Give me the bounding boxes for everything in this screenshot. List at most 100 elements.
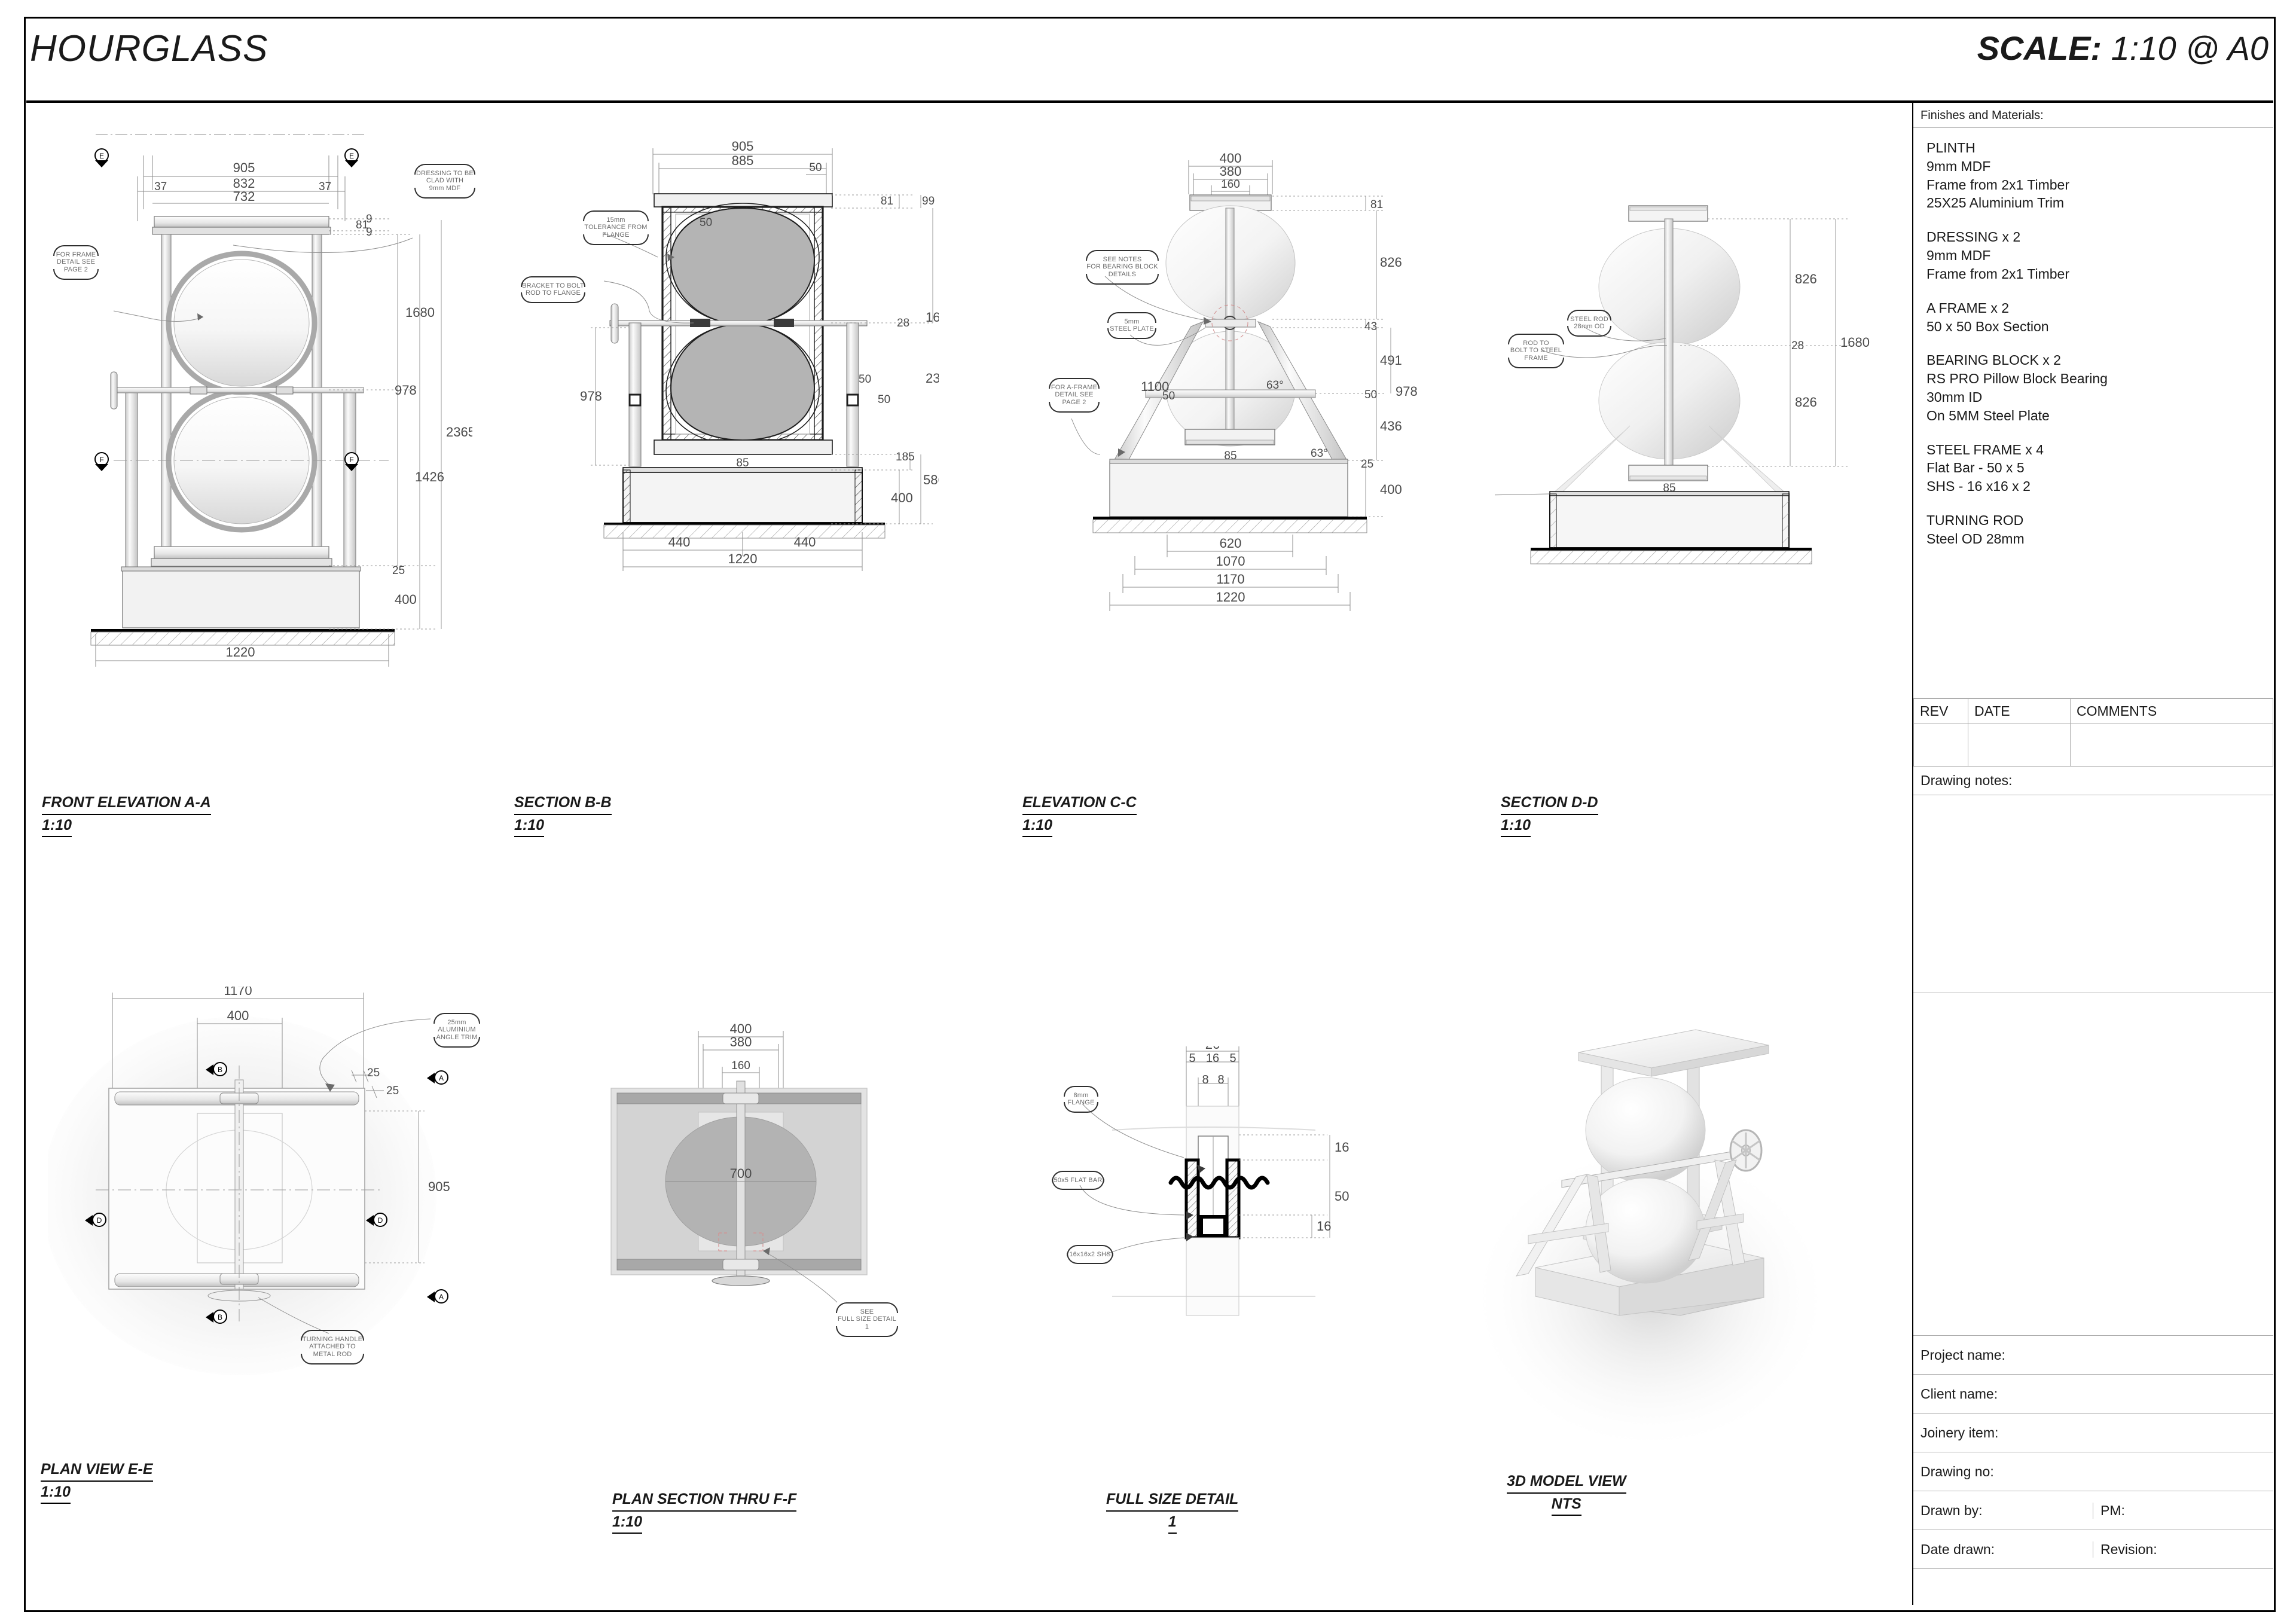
pm-label: PM:	[2100, 1502, 2125, 1518]
callout-flat-bar: 50x5 FLAT BAR	[1045, 1165, 1111, 1190]
view-title: SECTION D-D	[1501, 792, 1598, 815]
callout-text: FOR A-FRAME DETAIL SEE PAGE 2	[1045, 377, 1103, 413]
callout-text: BRACKET TO BOLT ROD TO FLANGE	[516, 276, 590, 304]
svg-text:1100: 1100	[1141, 379, 1169, 394]
comments-cell[interactable]	[2070, 723, 2273, 767]
drawing-no-row[interactable]: Drawing no:	[1913, 1452, 2273, 1491]
view-scale: NTS	[1551, 1494, 1581, 1516]
material-group: A FRAME x 2 50 x 50 Box Section	[1926, 299, 2265, 336]
view-title: PLAN VIEW E-E	[41, 1459, 153, 1482]
view-title: SECTION B-B	[514, 792, 612, 815]
svg-text:905: 905	[428, 1179, 450, 1194]
svg-text:832: 832	[233, 176, 255, 191]
svg-text:2365 O/A: 2365 O/A	[446, 425, 472, 439]
joinery-item-row[interactable]: Joinery item:	[1913, 1414, 2273, 1452]
callout-see-full-size-detail: SEE FULL SIZE DETAIL 1	[823, 1296, 911, 1337]
material-line: Frame from 2x1 Timber	[1926, 176, 2069, 193]
client-name-label: Client name:	[1921, 1385, 1998, 1402]
title-bar	[26, 19, 2273, 103]
svg-text:826: 826	[1795, 395, 1817, 410]
callout-dressing-clad: DRESSING TO BE CLAD WITH 9mm MDF	[408, 158, 482, 199]
callout-text: 8mm FLANGE	[1061, 1085, 1100, 1113]
date-drawn-label: Date drawn:	[1913, 1541, 2093, 1558]
material-line: 30mm ID	[1926, 389, 1983, 405]
svg-text:440: 440	[668, 535, 691, 550]
client-name-row[interactable]: Client name:	[1913, 1375, 2273, 1414]
view-title: PLAN SECTION THRU F-F	[612, 1489, 797, 1512]
view-scale: 1:10	[1501, 815, 1531, 837]
callout-bracket-bolt: BRACKET TO BOLT ROD TO FLANGE	[514, 270, 592, 304]
svg-text:5: 5	[1189, 1052, 1195, 1065]
view-scale: 1:10	[41, 1482, 71, 1504]
section-dd-drawing: 826 826 28 1680 85	[1495, 205, 1870, 564]
svg-text:905: 905	[732, 139, 754, 154]
view-front-elevation-aa: 905 832 732 37 37	[42, 120, 475, 837]
material-group: DRESSING x 2 9mm MDF Frame from 2x1 Timb…	[1926, 228, 2265, 283]
svg-text:400: 400	[395, 592, 417, 607]
view-title: ELEVATION C-C	[1022, 792, 1137, 815]
callout-flange-8mm: 8mm FLANGE	[1054, 1080, 1109, 1113]
drawing-notes-label: Drawing notes:	[1913, 767, 2273, 795]
material-group: STEEL FRAME x 4 Flat Bar - 50 x 5 SHS - …	[1926, 441, 2265, 496]
material-group-name: STEEL FRAME x 4	[1926, 441, 2044, 457]
svg-text:25: 25	[1361, 458, 1373, 471]
view-scale: 1:10	[1022, 815, 1053, 837]
drawing-notes-area[interactable]	[1913, 795, 2273, 993]
svg-text:D: D	[97, 1216, 102, 1225]
view-label-section-dd: SECTION D-D 1:10	[1501, 792, 1598, 837]
svg-text:63°: 63°	[1266, 379, 1284, 392]
callout-text: STEEL ROD 28mm OD	[1564, 309, 1614, 337]
svg-text:400: 400	[227, 1008, 249, 1023]
material-group-name: TURNING ROD	[1926, 512, 2024, 528]
svg-text:85: 85	[1663, 482, 1675, 494]
elevation-cc-drawing: 400 380 160	[1071, 151, 1418, 611]
svg-text:1220: 1220	[1216, 590, 1245, 605]
svg-text:905: 905	[233, 160, 255, 175]
sheet-scale: SCALE: 1:10 @ A0	[1977, 29, 2268, 68]
project-name-row[interactable]: Project name:	[1913, 1336, 2273, 1375]
plan-view-ee-drawing: 1170 400	[48, 987, 450, 1375]
materials-blank-area	[1913, 572, 2273, 698]
scale-value: 1:10 @ A0	[2102, 29, 2268, 67]
svg-text:50: 50	[1364, 389, 1377, 401]
view-plan-section-ff: 400 380 160 700	[586, 1016, 969, 1534]
svg-text:1220: 1220	[728, 551, 758, 566]
rev-cell[interactable]	[1913, 723, 1968, 767]
callout-steel-rod: STEEL ROD 28mm OD	[1556, 304, 1623, 337]
svg-text:491: 491	[1380, 353, 1402, 368]
date-drawn-row[interactable]: Date drawn: Revision:	[1913, 1530, 2273, 1569]
svg-text:81: 81	[356, 219, 368, 231]
view-title: FULL SIZE DETAIL	[1106, 1489, 1239, 1512]
plan-section-ff-drawing: 400 380 160 700	[610, 1021, 868, 1303]
svg-text:9: 9	[366, 213, 373, 225]
panel-spacer	[1913, 993, 2273, 1336]
callout-text: DRESSING TO BE CLAD WITH 9mm MDF	[410, 163, 480, 199]
material-line: On 5MM Steel Plate	[1926, 407, 2050, 423]
material-line: 9mm MDF	[1926, 248, 1991, 264]
front-elevation-drawing: 905 832 732 37 37	[90, 134, 472, 667]
table-row[interactable]	[1913, 723, 2273, 767]
view-label-plan-section-ff: PLAN SECTION THRU F-F 1:10	[612, 1489, 797, 1534]
svg-text:37: 37	[154, 181, 167, 193]
svg-text:440: 440	[794, 535, 816, 550]
svg-text:400: 400	[1380, 482, 1402, 497]
callout-text: 15mm TOLERANCE FROM FLANGE	[578, 210, 653, 245]
view-title: 3D MODEL VIEW	[1507, 1471, 1626, 1494]
callout-tolerance-flange: 15mm TOLERANCE FROM FLANGE	[574, 204, 658, 245]
material-group-name: A FRAME x 2	[1926, 300, 2010, 316]
title-block-panel: Finishes and Materials: PLINTH 9mm MDF F…	[1912, 103, 2273, 1605]
callout-frame-detail: FOR FRAME DETAIL SEE PAGE 2	[43, 239, 109, 280]
svg-text:26: 26	[1205, 1046, 1220, 1052]
panel-bottom-spacer	[1913, 1569, 2273, 1605]
material-line: Frame from 2x1 Timber	[1926, 265, 2069, 282]
material-line: Flat Bar - 50 x 5	[1926, 460, 2025, 476]
svg-text:700: 700	[730, 1166, 752, 1181]
svg-text:81: 81	[1370, 199, 1383, 211]
svg-text:81: 81	[881, 195, 893, 207]
svg-text:160: 160	[1221, 178, 1240, 191]
drawn-by-row[interactable]: Drawn by: PM:	[1913, 1491, 2273, 1530]
svg-text:1220: 1220	[226, 645, 255, 660]
date-cell[interactable]	[1968, 723, 2071, 767]
comments-col-header: COMMENTS	[2070, 698, 2273, 724]
